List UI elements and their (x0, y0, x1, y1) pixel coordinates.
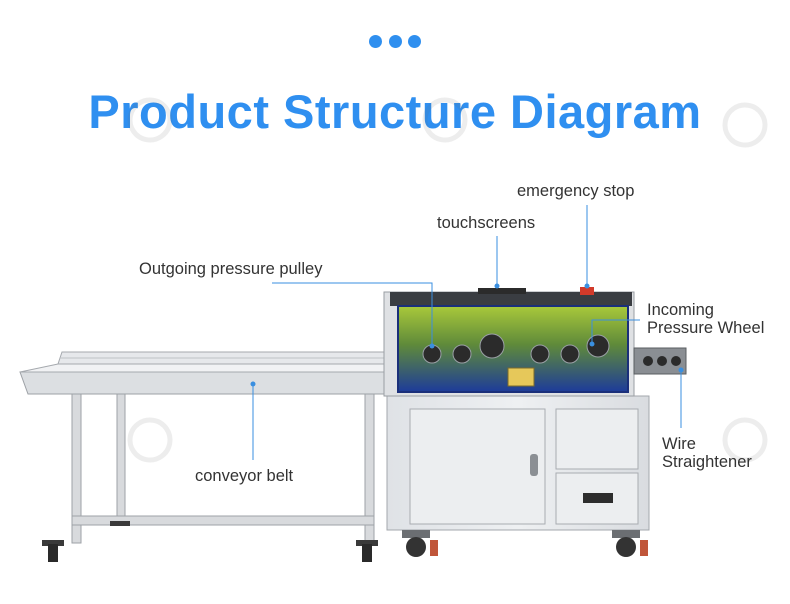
callout-lines (252, 205, 682, 460)
header-dot (369, 35, 382, 48)
header-dots (369, 35, 421, 49)
page-title: Product Structure Diagram (88, 85, 702, 138)
callout-line-incoming-wheel (591, 319, 640, 344)
watermark-logo (422, 97, 468, 143)
watermark-logo (722, 102, 768, 148)
machine-head (383, 287, 687, 397)
watermark-logo (722, 417, 768, 463)
callout-dots (250, 283, 684, 387)
conveyor-belt-shape (19, 351, 397, 395)
callout-incoming-pressure-wheel-line1: Incoming (647, 301, 714, 319)
header-dot (408, 35, 421, 48)
header-dot (388, 35, 402, 48)
callout-emergency-stop: emergency stop (517, 182, 635, 200)
callout-wire-straightener-line1: Wire (662, 435, 696, 453)
callout-incoming-pressure-wheel-line2: Pressure Wheel (647, 319, 765, 337)
callout-conveyor-belt: conveyor belt (195, 467, 294, 485)
watermark-logo (127, 97, 173, 143)
watermark-logo (127, 417, 173, 463)
callout-wire-straightener-line2: Straightener (662, 453, 752, 471)
callout-touchscreens: touchscreens (437, 214, 536, 232)
callout-outgoing-pressure-pulley: Outgoing pressure pulley (139, 260, 323, 278)
callout-line-outgoing-pulley (272, 282, 433, 346)
conveyor-legs (42, 392, 378, 562)
machine-cabinet (386, 395, 650, 557)
